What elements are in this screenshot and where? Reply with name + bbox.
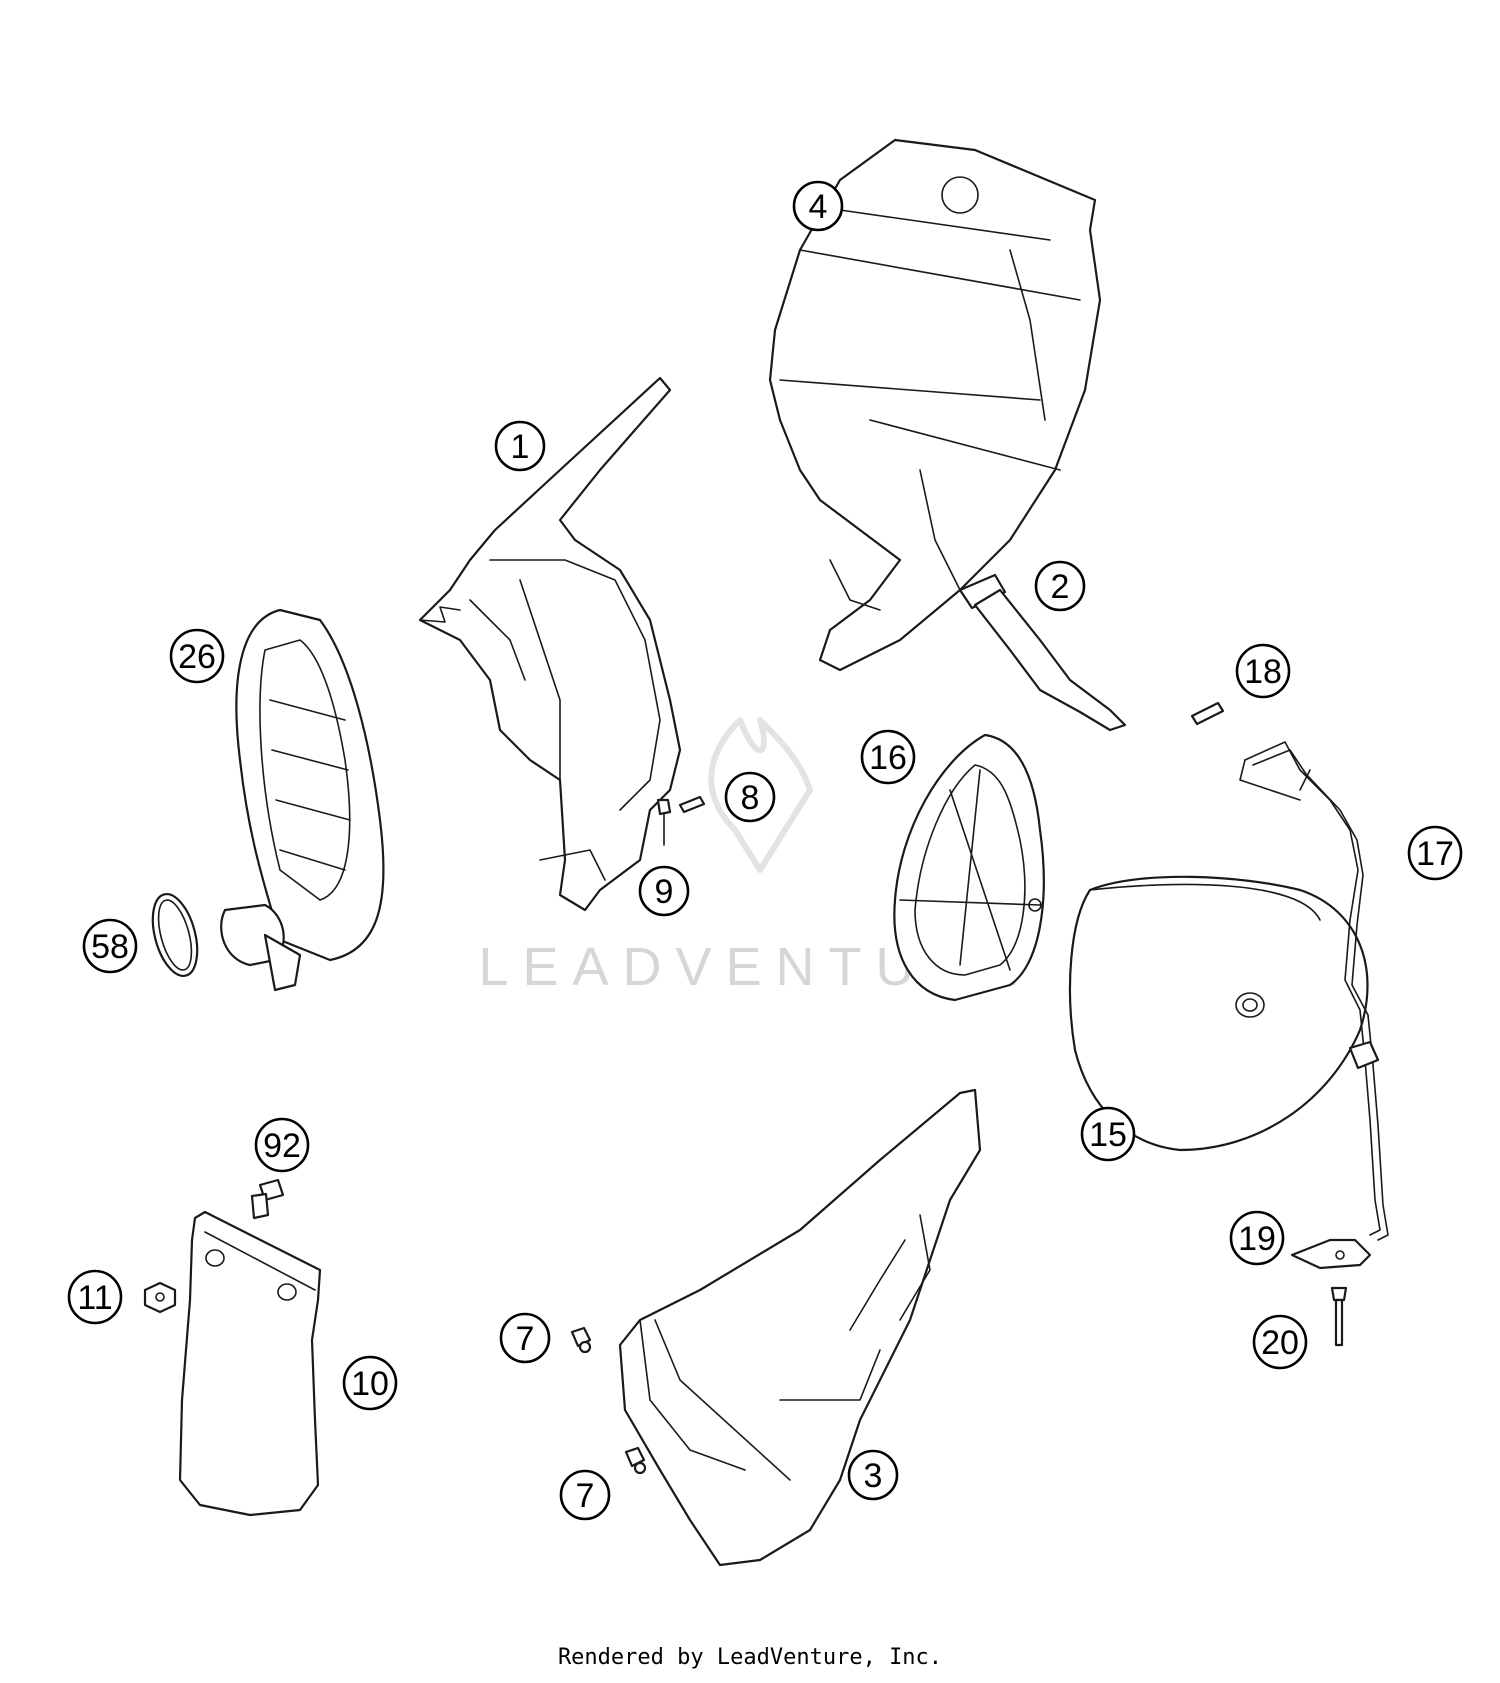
callout-9-ring — [638, 865, 690, 917]
callout-17-ring — [1407, 825, 1463, 881]
part-17-wire-bracket[interactable] — [1239, 741, 1389, 1241]
callout-1: 1 — [494, 420, 546, 472]
callout-3-label: 3 — [864, 1457, 883, 1495]
part-92-screw[interactable] — [250, 1178, 285, 1220]
callout-7-lower-label: 7 — [576, 1477, 595, 1515]
leadventure-flame-logo — [708, 717, 813, 873]
callout-58: 58 — [82, 918, 138, 974]
callout-18-ring — [1235, 643, 1291, 699]
part-58-clamp[interactable] — [145, 889, 205, 980]
part-19-latch-plate[interactable] — [1290, 1238, 1372, 1270]
callout-4: 4 — [792, 180, 844, 232]
callout-26-label: 26 — [178, 638, 216, 676]
part-2-bracket[interactable] — [958, 573, 1127, 732]
callout-7-lower: 7 — [559, 1469, 611, 1521]
callout-20-label: 20 — [1261, 1324, 1299, 1362]
callout-16-label: 16 — [869, 739, 907, 777]
callout-20: 20 — [1252, 1314, 1308, 1370]
callout-7-upper: 7 — [499, 1312, 551, 1364]
callout-7-upper-label: 7 — [516, 1320, 535, 1358]
part-18-pin[interactable] — [1190, 701, 1225, 726]
callout-10-label: 10 — [351, 1365, 389, 1403]
callout-18: 18 — [1235, 643, 1291, 699]
callout-17: 17 — [1407, 825, 1463, 881]
callout-4-label: 4 — [809, 188, 828, 226]
part-1-airbox-side[interactable] — [418, 376, 682, 912]
callout-16-ring — [860, 729, 916, 785]
footer-credit: Rendered by LeadVenture, Inc. — [557, 1645, 943, 1670]
part-11-nut[interactable] — [143, 1281, 177, 1314]
part-16-filter-cage[interactable] — [893, 733, 1045, 1002]
part-7-screw-lower[interactable] — [624, 1446, 647, 1475]
callout-19-ring — [1229, 1210, 1285, 1266]
callout-4-ring — [792, 180, 844, 232]
callout-58-label: 58 — [91, 928, 129, 966]
callout-7-upper-ring — [499, 1312, 551, 1364]
callout-10: 10 — [342, 1355, 398, 1411]
callout-8-ring — [724, 771, 776, 823]
callout-3: 3 — [847, 1449, 899, 1501]
callout-10-ring — [342, 1355, 398, 1411]
callout-2-ring — [1034, 560, 1086, 612]
callout-17-label: 17 — [1416, 835, 1454, 873]
callout-18-label: 18 — [1244, 653, 1282, 691]
callout-92-ring — [254, 1117, 310, 1173]
callout-1-label: 1 — [511, 428, 530, 466]
callout-11-label: 11 — [77, 1279, 112, 1317]
callout-20-ring — [1252, 1314, 1308, 1370]
part-9-clip[interactable] — [656, 798, 672, 846]
callout-19-label: 19 — [1238, 1220, 1276, 1258]
callout-3-ring — [847, 1449, 899, 1501]
part-4-airbox-upper[interactable] — [768, 138, 1102, 672]
callout-92: 92 — [254, 1117, 310, 1173]
callout-15-label: 15 — [1089, 1116, 1127, 1154]
part-8-pin[interactable] — [678, 795, 706, 814]
part-26-air-filter[interactable] — [220, 608, 385, 992]
callout-11: 11 — [67, 1269, 123, 1325]
callout-1-ring — [494, 420, 546, 472]
callout-2: 2 — [1034, 560, 1086, 612]
callout-11-ring — [67, 1269, 123, 1325]
callout-58-ring — [82, 918, 138, 974]
callout-26: 26 — [169, 628, 225, 684]
callout-2-label: 2 — [1051, 568, 1070, 606]
callout-8: 8 — [724, 771, 776, 823]
part-20-screw[interactable] — [1330, 1286, 1348, 1347]
part-7-screw-upper[interactable] — [570, 1326, 592, 1354]
callout-9-label: 9 — [655, 873, 674, 911]
part-10-mud-flap[interactable] — [178, 1210, 322, 1517]
part-15-air-filter-element[interactable] — [1068, 875, 1369, 1152]
callout-92-label: 92 — [263, 1127, 301, 1165]
callout-15-ring — [1080, 1106, 1136, 1162]
callout-9: 9 — [638, 865, 690, 917]
callout-8-label: 8 — [741, 779, 760, 817]
part-3-side-cover[interactable] — [618, 1088, 982, 1567]
callout-15: 15 — [1080, 1106, 1136, 1162]
callout-26-ring — [169, 628, 225, 684]
callout-16: 16 — [860, 729, 916, 785]
callout-19: 19 — [1229, 1210, 1285, 1266]
callout-7-lower-ring — [559, 1469, 611, 1521]
